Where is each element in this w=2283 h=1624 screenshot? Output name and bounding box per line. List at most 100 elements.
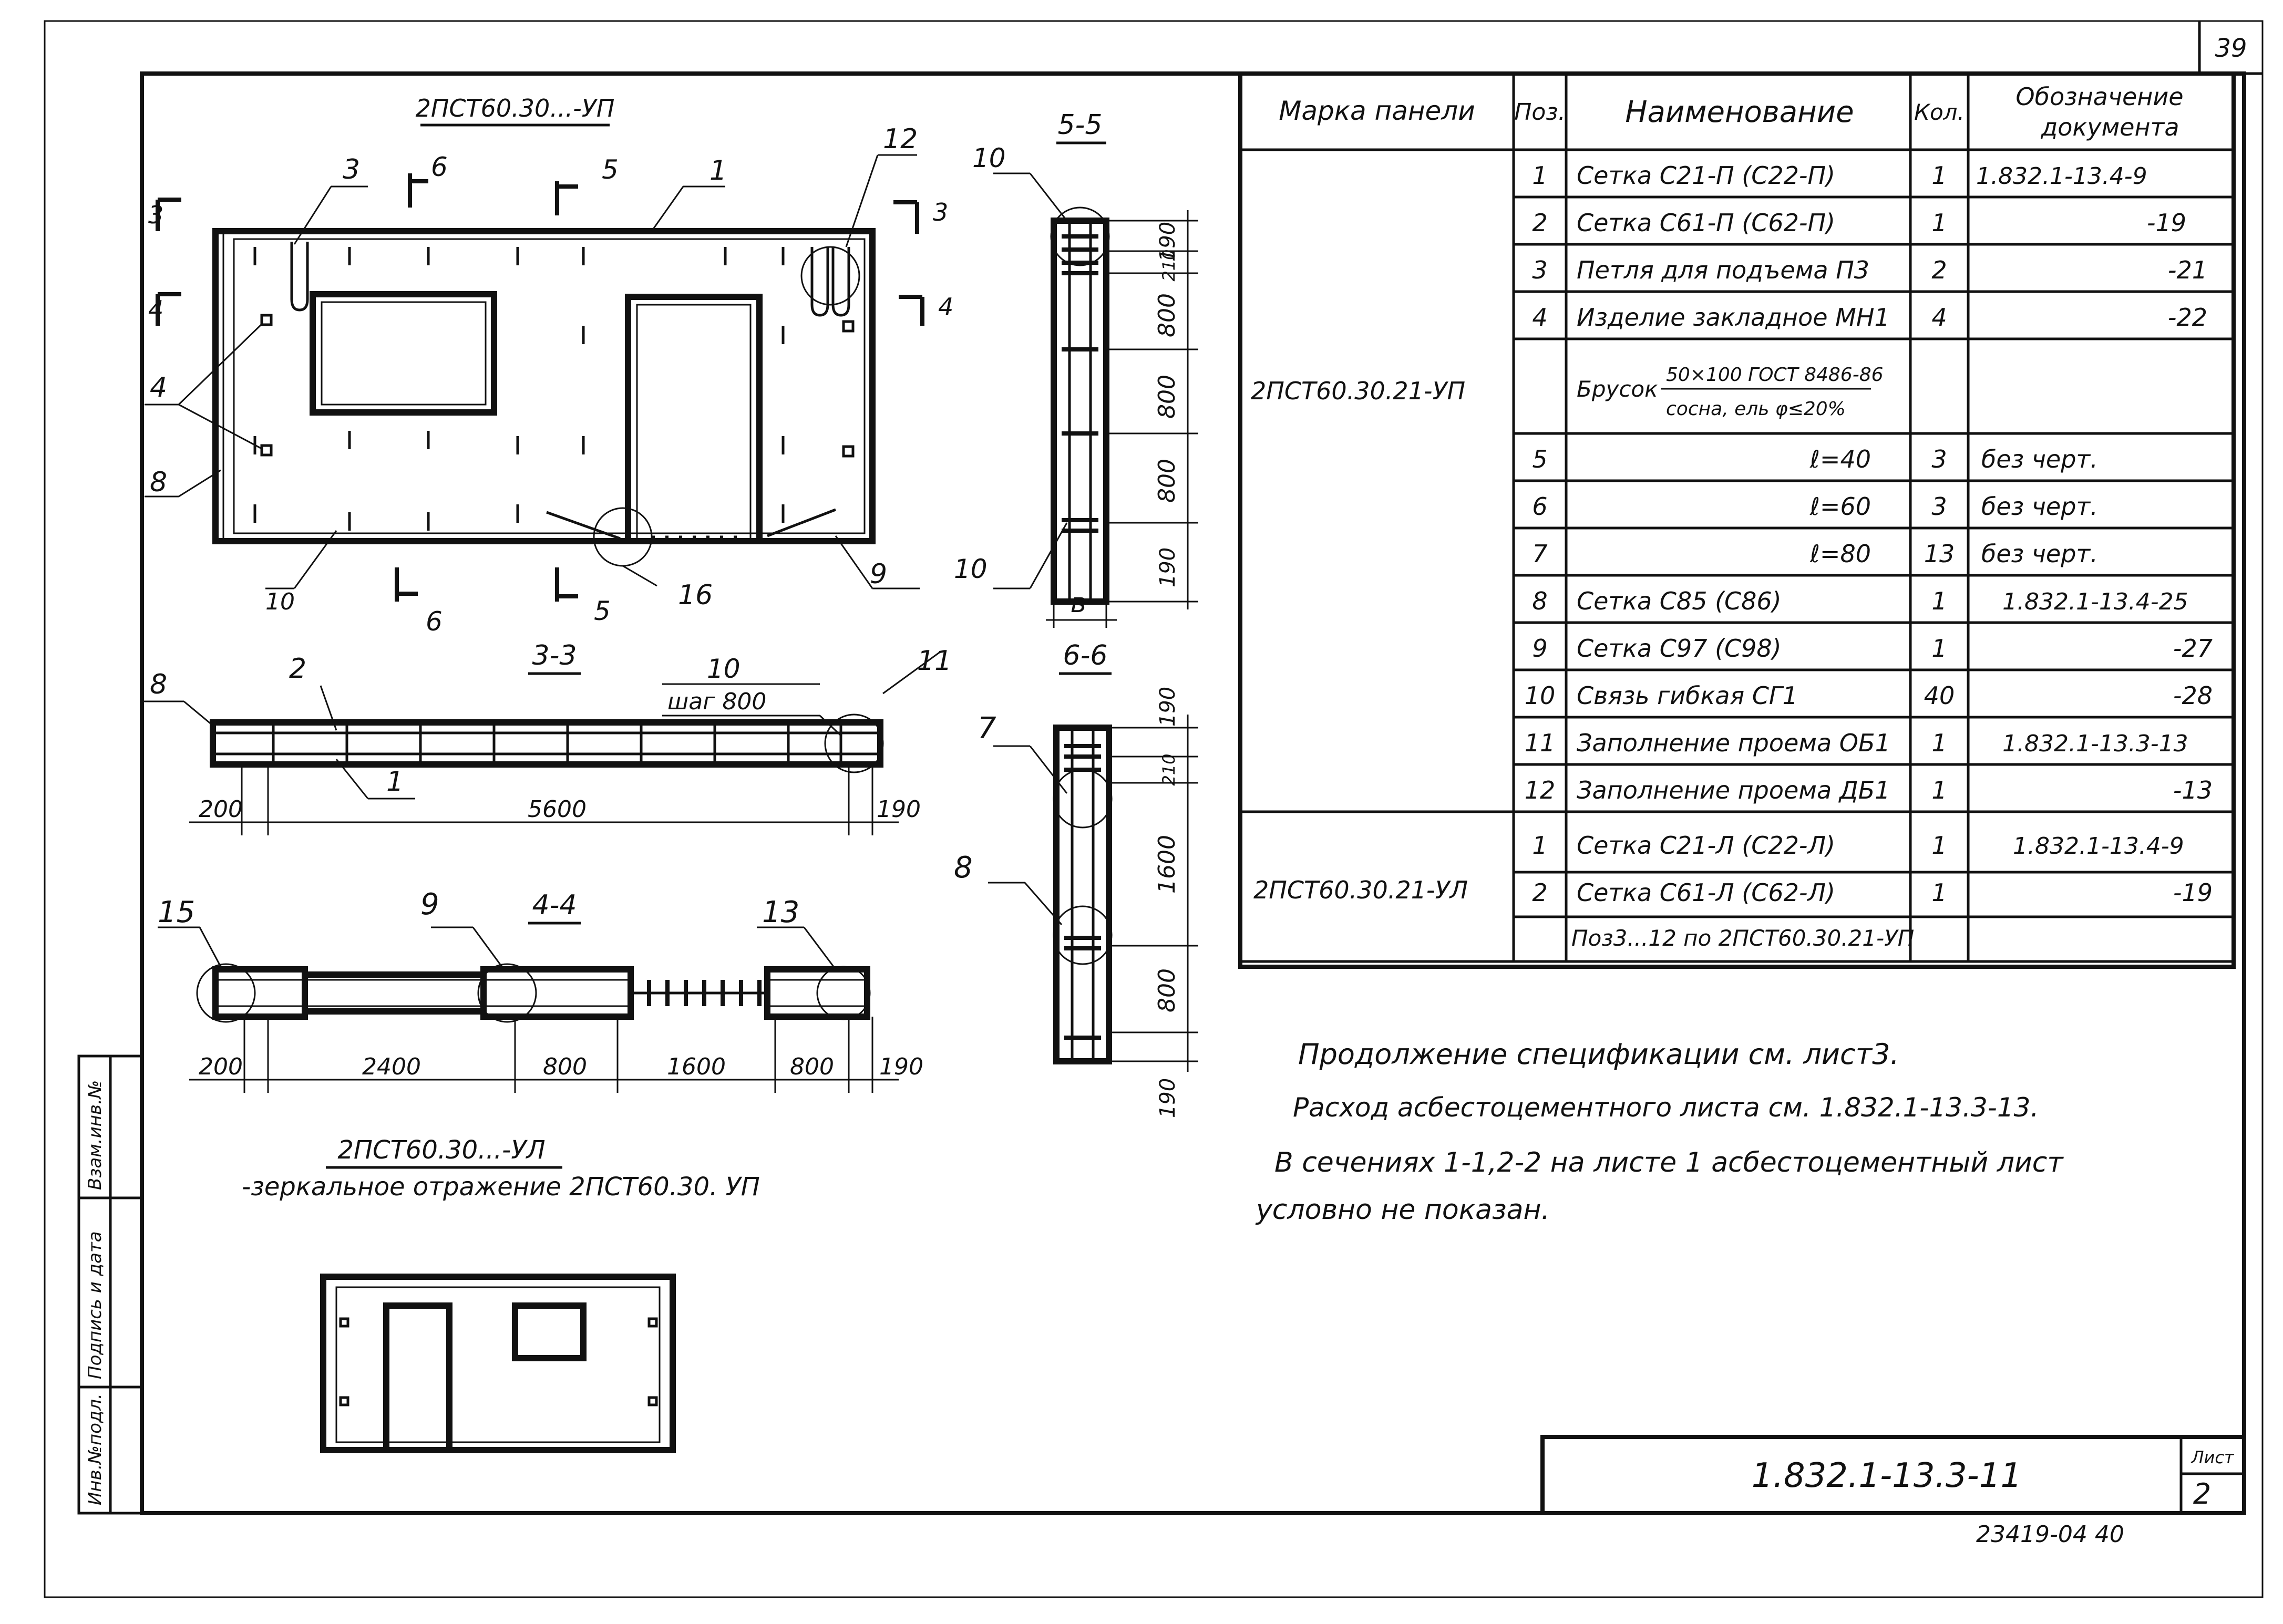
cut-mark-4-left: 4 [148, 295, 163, 324]
dim-55-2: 210 [1159, 249, 1179, 281]
spec-row: 12 Заполнение проема ДБ1 1 -13 [1525, 776, 2213, 804]
row-name: ℓ=80 [1809, 540, 1871, 568]
section-4-4: 4-4 15 9 13 [158, 887, 923, 1093]
window-frame [321, 301, 487, 406]
row-name: Заполнение проема ОБ1 [1577, 729, 1890, 757]
spec-table-frame [1238, 71, 2236, 969]
callout-4-leader-a [178, 322, 264, 406]
thumb-plate-4 [647, 1396, 658, 1406]
lifting-loop-left [290, 242, 309, 312]
header-doc-l2: документа [2040, 113, 2179, 141]
header-name: Наименование [1625, 95, 1854, 129]
pitch-label: шаг 800 [667, 688, 766, 715]
section-6-6-title: 6-6 [1063, 640, 1108, 671]
row-pos: 2 [1532, 878, 1547, 907]
callout-10-55: 10 [972, 143, 1006, 173]
outer-trim-line [44, 20, 2264, 1598]
thumb-plate-3 [647, 1317, 658, 1328]
mirror-thumbnail [320, 1274, 676, 1453]
callout-8-33-leader [183, 700, 216, 729]
callout-10-33: 10 [707, 654, 741, 684]
dim-55-4: 800 [1154, 375, 1180, 419]
group2-mark: 2ПСТ60.30.21-УЛ [1253, 876, 1468, 904]
row-qty: 2 [1931, 256, 1947, 284]
section-4-4-pier-mid [480, 966, 634, 1020]
corner-mesh-right [767, 508, 836, 537]
title-block: 1.832.1-13.3-11 Лист 2 [1540, 1435, 2246, 1515]
row-qty: 3 [1931, 492, 1947, 521]
callout-4-leader-b [178, 404, 263, 450]
callout-16: 16 [678, 580, 713, 611]
row-doc: -19 [2173, 878, 2213, 907]
panel-outline [212, 228, 876, 544]
row-doc: 1.832.1-13.4-9 [1976, 163, 2147, 190]
callout-1: 1 [709, 155, 727, 187]
dim-66-5: 190 [1156, 1078, 1180, 1118]
section-6-6-ties [1064, 744, 1101, 1040]
door-opening [625, 294, 763, 541]
callout-11-33-leader [882, 650, 941, 695]
callout-1-33-leader [335, 759, 369, 799]
spec-row: 1 Сетка С21-П (С22-П) 1 1.832.1-13.4-9 [1532, 161, 2147, 190]
row-qty: 1 [1931, 729, 1947, 757]
corner-mesh-left [546, 511, 621, 540]
row-pos: 7 [1532, 540, 1547, 568]
row-pos: 5 [1532, 445, 1547, 473]
callout-13-leader [803, 927, 837, 970]
door-frame [636, 304, 752, 541]
dim-55-6: 190 [1156, 547, 1180, 587]
section-5-5: 5-5 10 10 190 210 800 800 800 190 [954, 109, 1198, 628]
mirror-title: 2ПСТ60.30...-УЛ [337, 1135, 545, 1165]
side-stamp-inv: Инв.№подл. [85, 1393, 106, 1505]
section-5-5-outline [1051, 218, 1109, 605]
page-number: 39 [2215, 34, 2247, 63]
main-panel-view: 2ПСТ60.30...-УП [145, 94, 953, 637]
dim-44-2: 2400 [362, 1053, 421, 1080]
row-pos: 10 [1525, 681, 1556, 710]
row-qty: 1 [1931, 587, 1947, 615]
callout-10: 10 [265, 588, 295, 615]
notes: Продолжение спецификации см. лист3. Расх… [1255, 1038, 2064, 1226]
header-pos: Поз. [1514, 99, 1565, 126]
section-5-5-dim-ticks [1106, 220, 1198, 603]
dim-66-3: 1600 [1154, 835, 1180, 894]
row-qty: 1 [1931, 776, 1947, 804]
panel-inner-layer [233, 238, 866, 534]
row-doc: 1.832.1-13.3-13 [2002, 730, 2188, 757]
spec-row: 3 Петля для подъема П3 2 -21 [1532, 256, 2207, 284]
row-doc: -28 [2173, 681, 2213, 710]
section-3-3-dim-ticks [241, 764, 873, 835]
spec-row: 9 Сетка С97 (С98) 1 -27 [1532, 634, 2213, 663]
spec-table: Марка панели Поз. Наименование Кол. Обоз… [1238, 71, 2236, 969]
section-6-6-outline [1053, 725, 1112, 1064]
row-doc: без черт. [1981, 492, 2098, 521]
thumb-plate-1 [339, 1317, 349, 1328]
dim-66-1: 190 [1156, 687, 1180, 727]
row-doc: -13 [2173, 776, 2213, 804]
section-6-6-dim-ticks [1109, 727, 1198, 1062]
section-cuts [156, 173, 924, 602]
window-opening [310, 291, 497, 416]
header-qty: Кол. [1914, 99, 1965, 125]
callout-10-33-leader [819, 715, 842, 737]
section-4-4-circle-9 [477, 963, 537, 1023]
embedded-plate-4 [842, 445, 855, 458]
row-doc: -21 [2168, 256, 2207, 284]
row-name: ℓ=60 [1809, 492, 1871, 521]
callout-13: 13 [762, 895, 799, 929]
spec-row: 6 ℓ=60 3 без черт. [1532, 492, 2098, 521]
callout-15-leader [199, 927, 222, 967]
embedded-plate-2 [260, 444, 273, 457]
callout-3: 3 [343, 154, 360, 185]
callout-8-leader [178, 469, 221, 498]
callout-10-55b-leader [1029, 522, 1068, 589]
row-qty: 13 [1924, 540, 1955, 568]
callout-4: 4 [150, 372, 167, 404]
dim-33-1: 200 [199, 796, 243, 823]
header-mark: Марка панели [1279, 96, 1475, 126]
dim-66-4: 800 [1154, 968, 1180, 1012]
row-qty: 1 [1931, 161, 1947, 190]
spec-row: 8 Сетка С85 (С86) 1 1.832.1-13.4-25 [1532, 587, 2188, 615]
row-pos: 1 [1532, 161, 1547, 190]
section-3-3: 3-3 8 2 1 10 шаг 800 11 [142, 640, 952, 835]
